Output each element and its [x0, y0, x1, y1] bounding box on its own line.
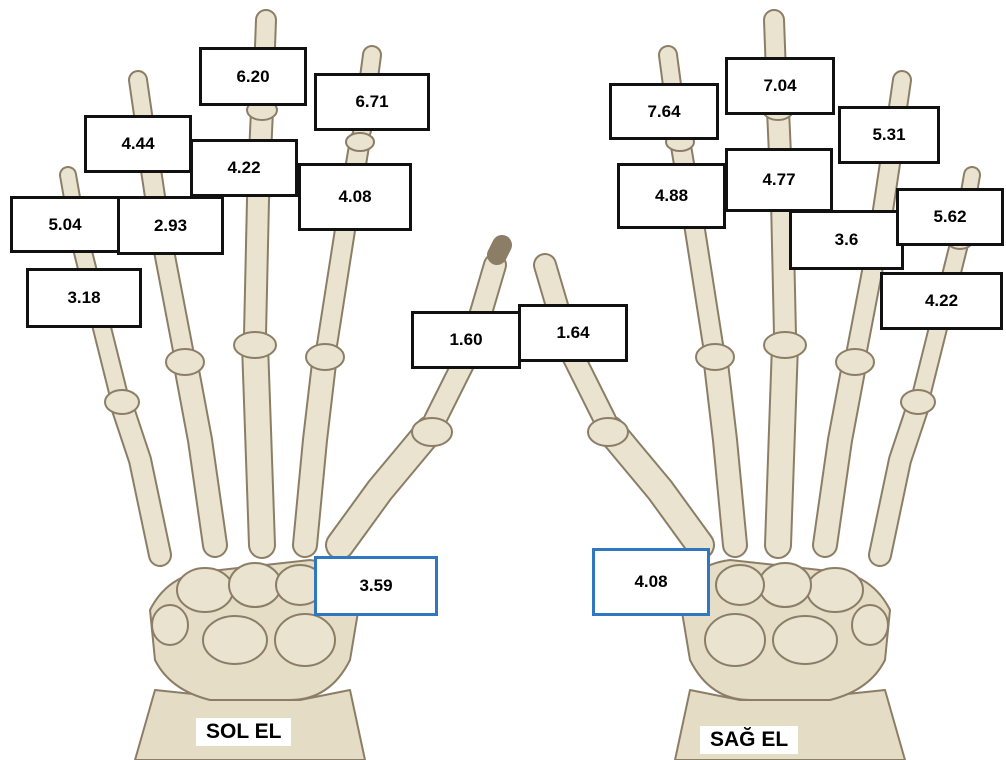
right-index-middle-value: 4.88: [617, 163, 726, 229]
left-pinky-middle-value: 3.18: [26, 268, 142, 328]
right-ring-middle-value: 3.6: [789, 210, 904, 270]
right-hand-label: SAĞ EL: [700, 726, 798, 754]
right-middle-middle-value: 4.77: [725, 148, 833, 212]
right-index-distal-value: 7.64: [609, 83, 719, 140]
left-pinky-distal-value: 5.04: [10, 196, 120, 253]
left-middle-middle-value: 4.22: [190, 139, 298, 197]
right-pinky-distal-value: 5.62: [896, 188, 1004, 246]
left-ring-distal-value: 4.44: [84, 115, 192, 173]
left-hand-label: SOL EL: [196, 718, 291, 746]
left-index-distal-value: 6.71: [314, 73, 430, 131]
left-ring-middle-value: 2.93: [117, 196, 224, 255]
left-middle-distal-value: 6.20: [199, 47, 307, 106]
right-pinky-middle-value: 4.22: [880, 272, 1003, 330]
left-wrist-value: 3.59: [314, 556, 438, 616]
right-middle-distal-value: 7.04: [725, 57, 835, 115]
left-index-middle-value: 4.08: [298, 163, 412, 231]
right-wrist-value: 4.08: [592, 548, 710, 616]
left-thumb-distal-value: 1.60: [411, 311, 521, 369]
right-ring-distal-value: 5.31: [838, 106, 940, 164]
right-thumb-distal-value: 1.64: [518, 304, 628, 362]
